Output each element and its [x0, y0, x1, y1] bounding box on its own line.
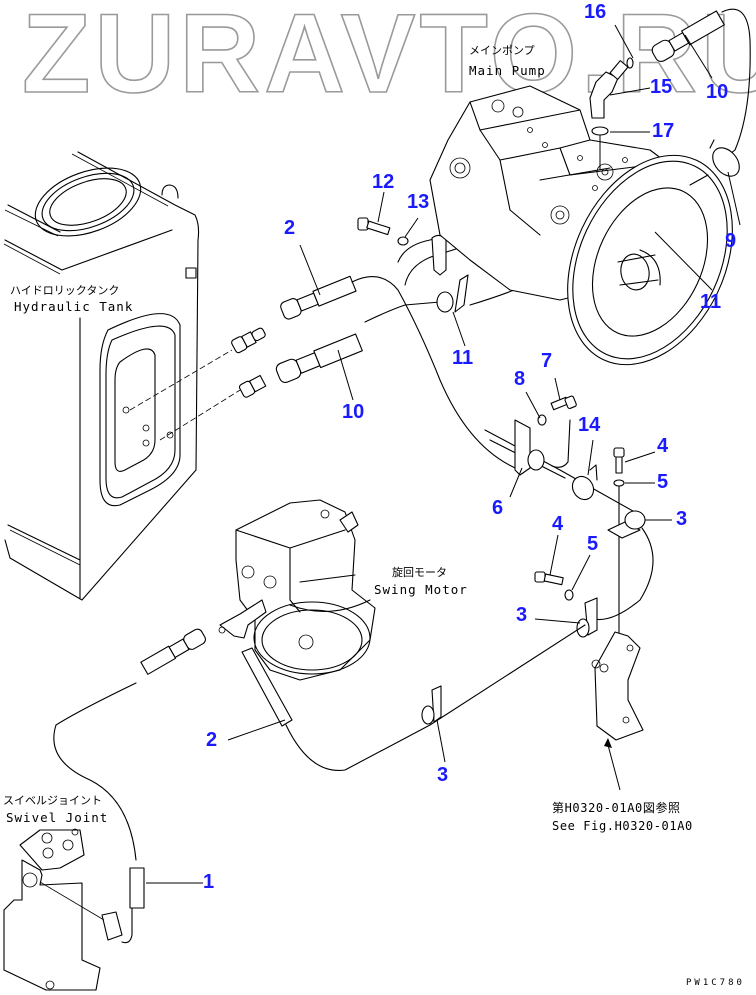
callout-6[interactable]: 6 — [492, 497, 503, 519]
hose-10-top — [651, 8, 751, 161]
callout-16[interactable]: 16 — [584, 1, 606, 23]
watermark: ZURAVTO.RU — [22, 0, 756, 116]
callout-3-mid[interactable]: 3 — [516, 604, 527, 626]
hydraulic-tank-label-en: Hydraulic Tank — [14, 299, 133, 314]
clamp-11-left — [431, 234, 469, 313]
callout-3-lower[interactable]: 3 — [437, 764, 448, 786]
main-pump-label-jp: メインポンプ — [469, 44, 535, 57]
main-pump-label-en: Main Pump — [469, 63, 546, 78]
callout-7[interactable]: 7 — [541, 350, 552, 372]
swing-motor-label-jp: 旋回モータ — [392, 565, 447, 579]
callout-5-upper[interactable]: 5 — [657, 471, 668, 493]
callout-12[interactable]: 12 — [372, 171, 394, 193]
bolt-12 — [357, 217, 391, 236]
callout-13[interactable]: 13 — [407, 191, 429, 213]
washer-5-lower — [564, 589, 574, 601]
swivel-joint-label-en: Swivel Joint — [6, 810, 108, 825]
swivel-joint — [3, 828, 123, 991]
callout-2-upper[interactable]: 2 — [284, 217, 295, 239]
callout-1[interactable]: 1 — [203, 871, 214, 893]
o-ring-16 — [626, 57, 634, 69]
clamp-3-right — [589, 510, 654, 621]
swing-motor-label-en: Swing Motor — [374, 582, 468, 597]
callout-15[interactable]: 15 — [650, 76, 672, 98]
swivel-joint-label-jp: スイベルジョイント — [3, 794, 102, 807]
bolt-4-upper — [613, 447, 625, 474]
hydraulic-tank-label-jp: ハイドロリックタンク — [10, 284, 119, 297]
callout-5-lower[interactable]: 5 — [587, 533, 598, 555]
clamp-3-mid — [576, 597, 598, 638]
washer-13 — [397, 236, 409, 246]
washer-5-upper — [613, 479, 625, 487]
callout-10-top[interactable]: 10 — [706, 81, 728, 103]
drawing-code: PW1C780 — [686, 978, 745, 988]
tank-fittings — [231, 327, 267, 398]
hose-2-lower — [241, 624, 586, 771]
callout-4-upper[interactable]: 4 — [657, 435, 669, 457]
callout-8[interactable]: 8 — [514, 368, 525, 390]
callout-11-left[interactable]: 11 — [452, 347, 473, 369]
bolt-4-lower — [534, 571, 564, 586]
main-pump — [429, 85, 733, 366]
callout-9[interactable]: 9 — [725, 230, 736, 252]
callouts: 16 15 10 17 12 13 2 9 11 11 10 8 7 14 4 … — [203, 1, 736, 893]
reference-label-en: See Fig.H0320-01A0 — [552, 819, 693, 833]
leader-lines — [146, 24, 741, 884]
clamp-3-lower — [421, 685, 442, 725]
callout-2-lower[interactable]: 2 — [206, 729, 217, 751]
elbow-15 — [589, 60, 629, 119]
bolt-7 — [550, 395, 577, 411]
hose-2-upper — [280, 275, 521, 471]
callout-3-right[interactable]: 3 — [676, 508, 687, 530]
callout-11-right[interactable]: 11 — [700, 291, 721, 313]
reference-label-jp: 第H0320-01A0図参照 — [552, 800, 681, 815]
callout-10-lower[interactable]: 10 — [342, 401, 364, 423]
callout-4-lower[interactable]: 4 — [552, 513, 564, 535]
hydraulic-tank — [3, 151, 246, 601]
callout-17[interactable]: 17 — [652, 120, 674, 142]
support-bracket — [591, 631, 644, 791]
hose-1 — [53, 628, 206, 944]
bracket-6 — [514, 419, 571, 476]
callout-14[interactable]: 14 — [578, 414, 601, 436]
swing-motor — [218, 499, 376, 681]
clamp-9 — [689, 139, 740, 186]
clamp-14 — [571, 464, 598, 501]
